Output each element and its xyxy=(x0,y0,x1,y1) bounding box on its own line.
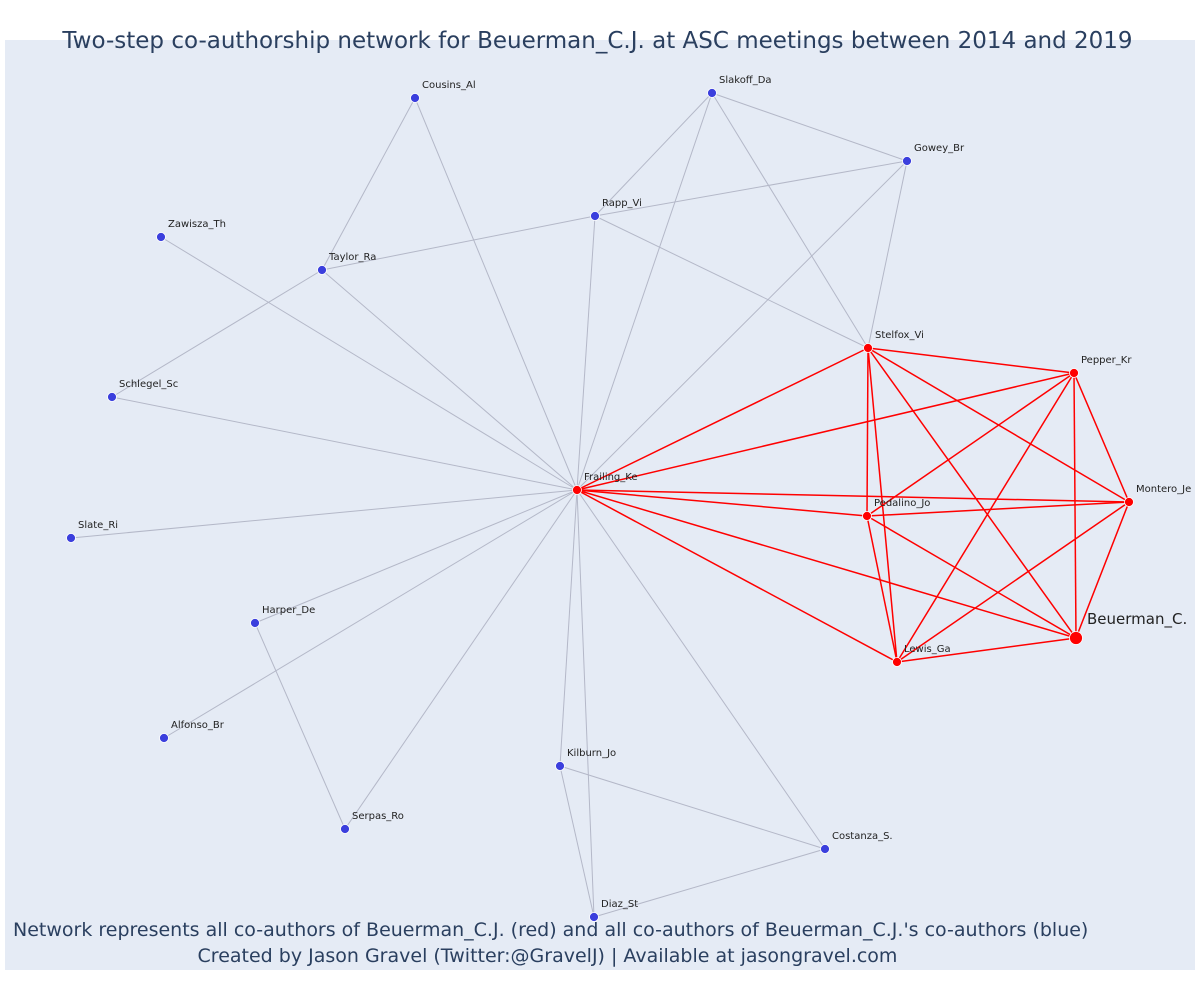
node-label-frailing: Frailing_Ke xyxy=(584,472,638,483)
node-costanza[interactable] xyxy=(820,844,830,854)
node-label-rapp: Rapp_Vi xyxy=(602,198,642,209)
edge-pepper-lewis xyxy=(896,372,1075,663)
edge-frailing-beuerman xyxy=(576,489,1077,639)
node-label-kilburn: Kilburn_Jo xyxy=(567,748,616,759)
edge-cousins-frailing xyxy=(414,97,578,491)
edge-kilburn-costanza xyxy=(559,765,826,850)
node-rapp[interactable] xyxy=(590,211,600,221)
node-label-slate: Slate_Ri xyxy=(78,520,118,531)
edge-frailing-lewis xyxy=(576,489,898,663)
edge-montero-lewis xyxy=(896,501,1130,663)
node-label-alfonso: Alfonso_Br xyxy=(171,720,225,731)
edge-slakoff-rapp xyxy=(594,92,713,217)
edge-rapp-taylor xyxy=(321,215,596,271)
edge-kilburn-frailing xyxy=(559,489,578,767)
edge-stelfox-pedalino xyxy=(866,347,869,517)
node-label-zawisza: Zawisza_Th xyxy=(168,219,226,230)
edge-cousins-taylor xyxy=(321,97,416,271)
edge-lewis-beuerman xyxy=(896,637,1077,663)
node-label-gowey: Gowey_Br xyxy=(914,143,965,154)
edge-schlegel-frailing xyxy=(111,396,578,491)
node-label-taylor: Taylor_Ra xyxy=(328,252,376,263)
footer-credit: Created by Jason Gravel (Twitter:@Gravel… xyxy=(197,945,898,967)
node-slate[interactable] xyxy=(66,533,76,543)
node-montero[interactable] xyxy=(1124,497,1134,507)
node-label-montero: Montero_Je xyxy=(1136,484,1191,495)
edge-serpas-frailing xyxy=(344,489,578,830)
node-schlegel[interactable] xyxy=(107,392,117,402)
node-pepper[interactable] xyxy=(1069,368,1079,378)
edge-rapp-stelfox xyxy=(594,215,869,349)
node-label-lewis: Lewis_Ga xyxy=(904,644,951,655)
edge-pepper-montero xyxy=(1073,372,1130,503)
edge-slakoff-stelfox xyxy=(711,92,869,349)
edge-montero-beuerman xyxy=(1075,501,1130,639)
node-label-harper: Harper_De xyxy=(262,605,315,616)
node-label-pepper: Pepper_Kr xyxy=(1081,355,1132,366)
edges-layer xyxy=(70,92,1130,918)
node-gowey[interactable] xyxy=(902,156,912,166)
node-label-costanza: Costanza_S. xyxy=(832,831,893,842)
edge-rapp-gowey xyxy=(594,160,908,217)
edge-zawisza-frailing xyxy=(160,236,578,491)
edge-pedalino-beuerman xyxy=(866,515,1077,639)
edge-frailing-montero xyxy=(576,489,1130,503)
edge-rapp-frailing xyxy=(576,215,596,491)
node-alfonso[interactable] xyxy=(159,733,169,743)
edge-gowey-frailing xyxy=(576,160,908,491)
edge-frailing-stelfox xyxy=(576,347,869,491)
footer-caption: Network represents all co-authors of Beu… xyxy=(13,919,1089,941)
node-lewis[interactable] xyxy=(892,657,902,667)
node-label-pedalino: Pedalino_Jo xyxy=(874,498,930,509)
node-slakoff[interactable] xyxy=(707,88,717,98)
plot-area xyxy=(5,40,1195,970)
node-label-serpas: Serpas_Ro xyxy=(352,811,404,822)
node-taylor[interactable] xyxy=(317,265,327,275)
node-frailing[interactable] xyxy=(572,485,582,495)
edge-stelfox-beuerman xyxy=(867,347,1077,639)
node-stelfox[interactable] xyxy=(863,343,873,353)
node-label-diaz: Diaz_St xyxy=(601,899,638,910)
edge-alfonso-frailing xyxy=(163,489,578,739)
edge-costanza-frailing xyxy=(576,489,826,850)
edge-slakoff-frailing xyxy=(576,92,713,491)
node-label-stelfox: Stelfox_Vi xyxy=(875,330,924,341)
node-pedalino[interactable] xyxy=(862,511,872,521)
labels-layer: Cousins_Al Slakoff_DaGowey_BrRapp_ViZawis… xyxy=(78,75,1191,910)
node-beuerman[interactable] xyxy=(1069,631,1083,645)
edge-kilburn-diaz xyxy=(559,765,595,918)
edge-gowey-stelfox xyxy=(867,160,908,349)
edge-slate-frailing xyxy=(70,489,578,539)
edge-frailing-pedalino xyxy=(576,489,868,517)
nodes-layer xyxy=(66,88,1134,922)
edge-taylor-schlegel xyxy=(111,269,323,398)
node-label-beuerman: Beuerman_C. xyxy=(1087,610,1187,629)
node-label-schlegel: Schlegel_Sc xyxy=(119,379,178,390)
edge-slakoff-gowey xyxy=(711,92,908,162)
edge-diaz-costanza xyxy=(593,848,826,918)
node-diaz[interactable] xyxy=(589,912,599,922)
edge-pedalino-lewis xyxy=(866,515,898,663)
edge-harper-serpas xyxy=(254,622,346,830)
edge-pepper-pedalino xyxy=(866,372,1075,517)
edge-taylor-frailing xyxy=(321,269,578,491)
edge-diaz-frailing xyxy=(576,489,595,918)
node-cousins[interactable] xyxy=(410,93,420,103)
edge-frailing-pepper xyxy=(576,372,1075,491)
node-kilburn[interactable] xyxy=(555,761,565,771)
edge-harper-frailing xyxy=(254,489,578,624)
node-harper[interactable] xyxy=(250,618,260,628)
edge-montero-pedalino xyxy=(866,501,1130,517)
chart-title: Two-step co-authorship network for Beuer… xyxy=(62,28,1133,54)
node-label-cousins: Cousins_Al xyxy=(422,80,476,91)
edge-stelfox-pepper xyxy=(867,347,1075,374)
node-serpas[interactable] xyxy=(340,824,350,834)
node-zawisza[interactable] xyxy=(156,232,166,242)
node-label-slakoff: Slakoff_Da xyxy=(719,75,772,86)
